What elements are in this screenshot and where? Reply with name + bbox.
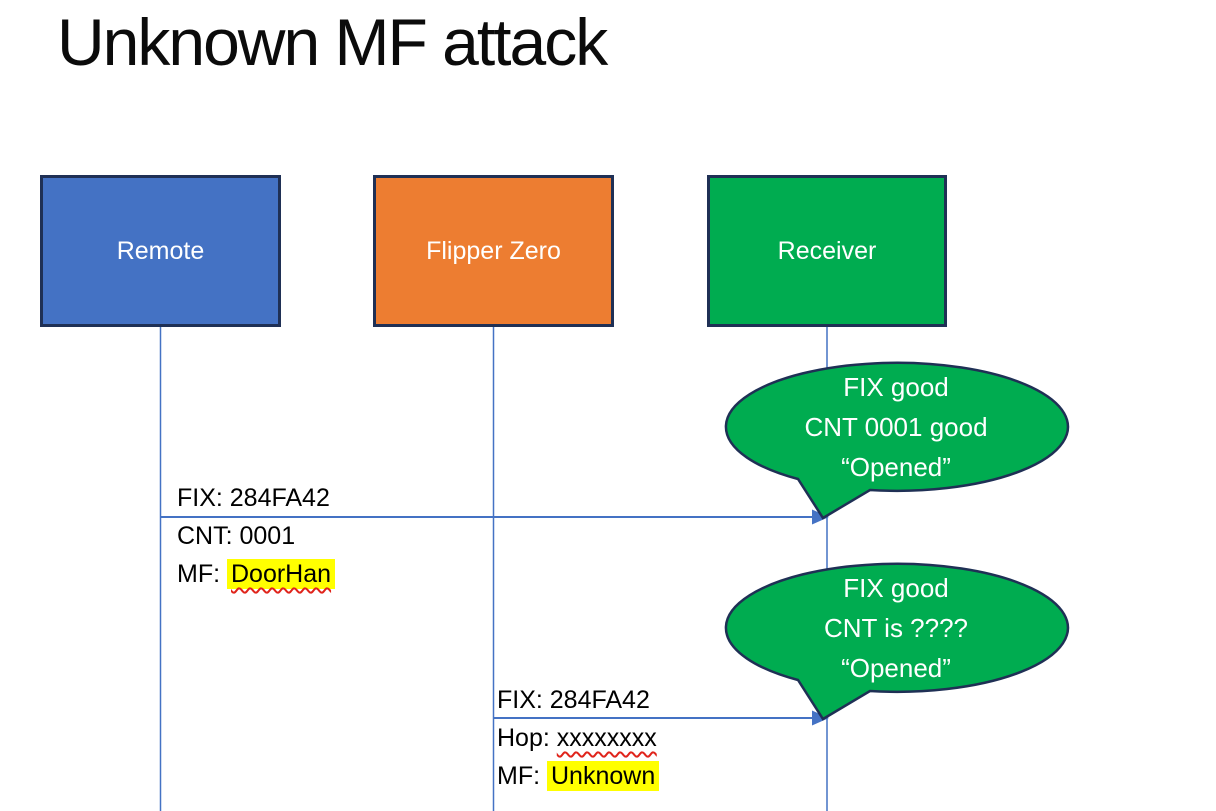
actor-box-receiver: Receiver [707, 175, 947, 327]
callout-line: “Opened” [841, 653, 951, 683]
message-arrow-1-arrowhead-icon [812, 509, 829, 525]
mf-label: MF: [497, 762, 547, 790]
actor-label-flipper-zero: Flipper Zero [426, 236, 561, 265]
message-remote-to-receiver: FIX: 284FA42 CNT: 0001 MF: DoorHan [177, 479, 336, 593]
actor-label-receiver: Receiver [777, 236, 877, 265]
callout-line: FIX good [843, 573, 949, 603]
callout-1-text: FIX good CNT 0001 good “Opened” [725, 367, 1067, 487]
message-line-hop: Hop: xxxxxxxx [497, 719, 659, 757]
message-line-fix: FIX: 284FA42 [177, 484, 330, 512]
callout-line: CNT is ???? [823, 613, 969, 643]
mf-value-highlighted: Unknown [547, 761, 660, 791]
actor-box-remote: Remote [40, 175, 281, 327]
actor-box-flipper-zero: Flipper Zero [373, 175, 614, 327]
message-line-mf: MF: Unknown [497, 757, 660, 795]
hop-value-misspelled: xxxxxxxx [556, 724, 657, 752]
message-line-fix: FIX: 284FA42 [497, 686, 650, 714]
callout-line: CNT 0001 good [804, 412, 988, 442]
callout-line: “Opened” [841, 452, 951, 482]
mf-label: MF: [177, 560, 227, 588]
callout-line: FIX good [843, 372, 949, 402]
message-arrow-2-arrowhead-icon [812, 710, 829, 726]
callout-bubble-1 [724, 361, 1070, 520]
message-line-cnt: CNT: 0001 [177, 522, 296, 550]
callout-2-text: FIX good CNT is ???? “Opened” [725, 568, 1067, 688]
message-line-mf: MF: DoorHan [177, 555, 336, 593]
hop-label: Hop: [497, 724, 557, 752]
message-flipper-to-receiver: FIX: 284FA42 Hop: xxxxxxxx MF: Unknown [497, 681, 660, 795]
actor-label-remote: Remote [116, 236, 205, 265]
callout-bubble-2 [724, 562, 1070, 721]
slide-title: Unknown MF attack [57, 5, 608, 79]
mf-value-highlighted: DoorHan [227, 559, 336, 589]
